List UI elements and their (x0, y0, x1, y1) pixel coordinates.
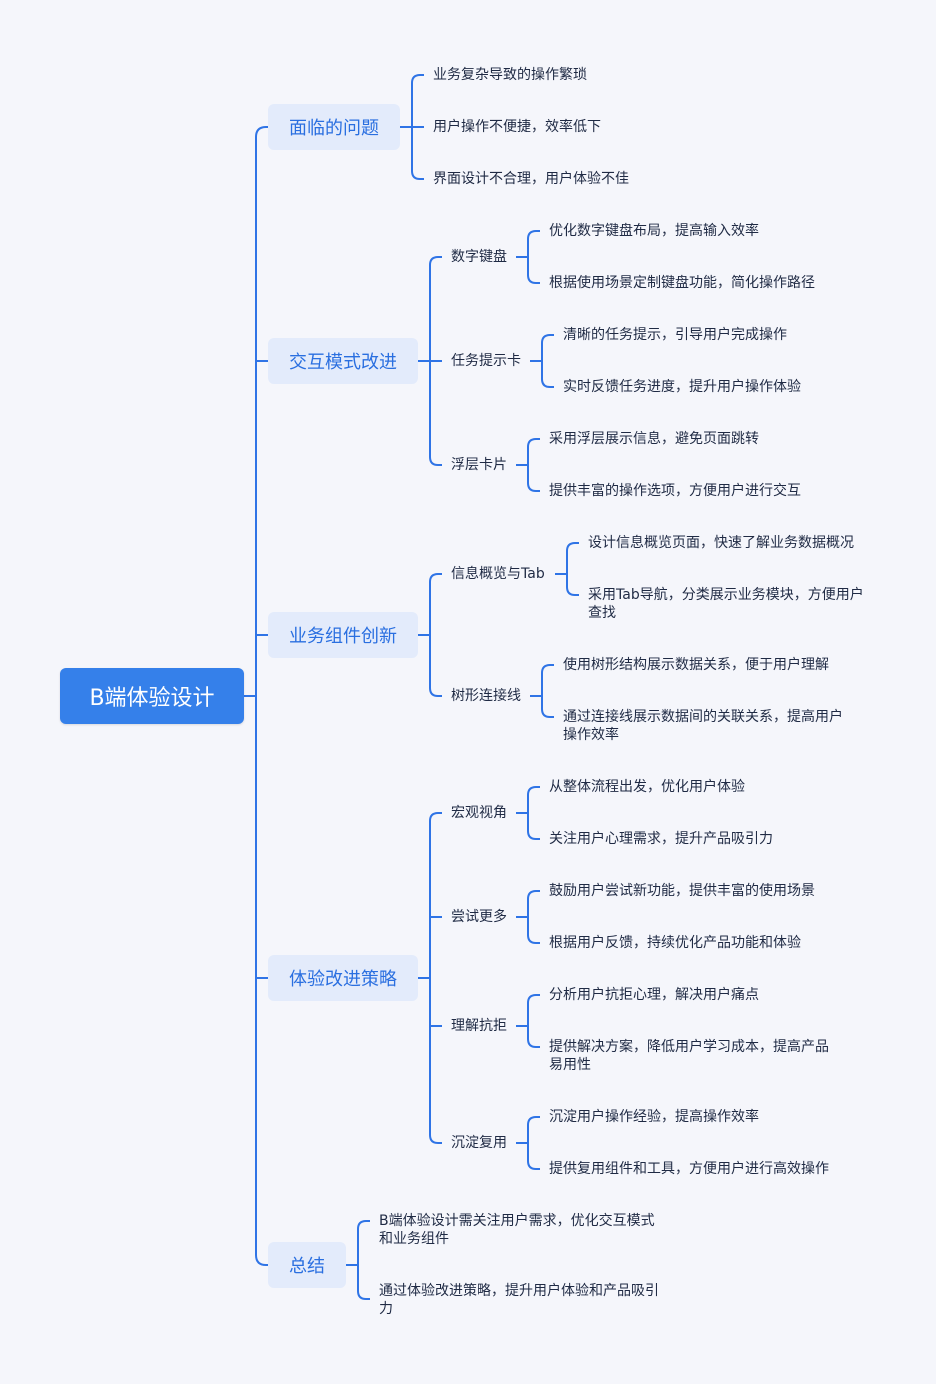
connector-components (418, 573, 442, 697)
leaf-try-2: 根据用户反馈，持续优化产品功能和体验 (549, 935, 801, 951)
connector-try (516, 890, 540, 944)
connector-keypad (516, 230, 540, 284)
connector-root (244, 126, 268, 1266)
group-understand-resistance[interactable]: 理解抗拒 (451, 1018, 507, 1034)
leaf-resist-1: 分析用户抗拒心理，解决用户痛点 (549, 987, 759, 1003)
leaf-problem-1: 业务复杂导致的操作繁琐 (433, 67, 587, 83)
connector-problems (400, 74, 424, 180)
leaf-float-1: 采用浮层展示信息，避免页面跳转 (549, 431, 759, 447)
leaf-keypad-1: 优化数字键盘布局，提高输入效率 (549, 223, 759, 239)
leaf-summary-2: 通过体验改进策略，提升用户体验和产品吸引力 (379, 1283, 659, 1317)
leaf-task-1: 清晰的任务提示，引导用户完成操作 (563, 327, 787, 343)
branch-strategy[interactable]: 体验改进策略 (268, 955, 418, 1001)
leaf-reuse-1: 沉淀用户操作经验，提高操作效率 (549, 1109, 759, 1125)
leaf-overview-1: 设计信息概览页面，快速了解业务数据概况 (588, 535, 854, 551)
leaf-reuse-2: 提供复用组件和工具，方便用户进行高效操作 (549, 1161, 829, 1177)
leaf-summary-1: B端体验设计需关注用户需求，优化交互模式和业务组件 (379, 1213, 655, 1247)
leaf-task-2: 实时反馈任务进度，提升用户操作体验 (563, 379, 801, 395)
root-node[interactable]: B端体验设计 (60, 668, 244, 724)
branch-summary[interactable]: 总结 (268, 1242, 346, 1288)
connector-macro (516, 786, 540, 840)
connector-float (516, 438, 540, 492)
group-reuse[interactable]: 沉淀复用 (451, 1135, 507, 1151)
leaf-tree-2: 通过连接线展示数据间的关联关系，提高用户操作效率 (563, 709, 843, 743)
leaf-overview-2: 采用Tab导航，分类展示业务模块，方便用户查找 (588, 587, 864, 621)
group-macro-view[interactable]: 宏观视角 (451, 805, 507, 821)
connector-reuse (516, 1116, 540, 1170)
connector-resist (516, 994, 540, 1048)
leaf-try-1: 鼓励用户尝试新功能，提供丰富的使用场景 (549, 883, 815, 899)
branch-problems[interactable]: 面临的问题 (268, 104, 400, 150)
connector-summary (346, 1220, 370, 1300)
branch-interaction[interactable]: 交互模式改进 (268, 338, 418, 384)
connector-task (530, 334, 554, 388)
leaf-float-2: 提供丰富的操作选项，方便用户进行交互 (549, 483, 801, 499)
leaf-macro-2: 关注用户心理需求，提升产品吸引力 (549, 831, 773, 847)
group-try-more[interactable]: 尝试更多 (451, 909, 507, 925)
leaf-problem-3: 界面设计不合理，用户体验不佳 (433, 171, 629, 187)
group-floating-card[interactable]: 浮层卡片 (451, 457, 507, 473)
group-task-card[interactable]: 任务提示卡 (451, 353, 521, 369)
leaf-macro-1: 从整体流程出发，优化用户体验 (549, 779, 745, 795)
connector-interaction (418, 256, 442, 466)
leaf-keypad-2: 根据使用场景定制键盘功能，简化操作路径 (549, 275, 815, 291)
group-tree-lines[interactable]: 树形连接线 (451, 688, 521, 704)
branch-components[interactable]: 业务组件创新 (268, 612, 418, 658)
group-numeric-keypad[interactable]: 数字键盘 (451, 249, 507, 265)
connector-overview (555, 542, 579, 596)
connector-tree (530, 664, 554, 718)
leaf-problem-2: 用户操作不便捷，效率低下 (433, 119, 601, 135)
leaf-tree-1: 使用树形结构展示数据关系，便于用户理解 (563, 657, 829, 673)
group-overview-tab[interactable]: 信息概览与Tab (451, 566, 545, 582)
leaf-resist-2: 提供解决方案，降低用户学习成本，提高产品易用性 (549, 1039, 829, 1073)
connector-strategy (418, 812, 442, 1144)
